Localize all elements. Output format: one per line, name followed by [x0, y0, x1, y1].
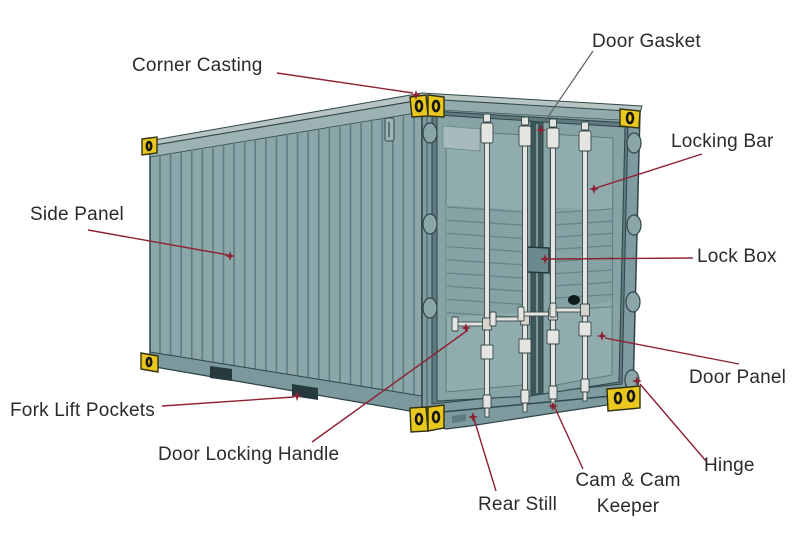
corner-casting-bottom-front-left-face: [427, 404, 445, 432]
fork-lift-pockets-leader-line: [161, 396, 295, 407]
hinge-shape: [422, 297, 438, 319]
corner-casting-leader-line: [276, 72, 414, 94]
corner-casting-bottom-rear-left: [140, 352, 159, 373]
corner-casting-top-front-left-face: [427, 94, 445, 118]
side-panel-art: [149, 99, 423, 414]
locking-bar-4: [549, 121, 592, 402]
label-lock-box: Lock Box: [697, 246, 777, 267]
door-panel-leader-line: [604, 337, 740, 365]
corner-castings: [140, 94, 641, 433]
side-corrugation: [159, 112, 415, 395]
label-door-gasket: Door Gasket: [592, 31, 701, 52]
hinges: [422, 122, 642, 391]
hinge-shape: [625, 291, 641, 313]
label-cam-cam-keeper: Cam & Cam Keeper: [575, 470, 681, 518]
door-gasket-leader-line: [540, 50, 594, 128]
hinge-leader-line: [639, 383, 707, 462]
door-locking-handle-leader-line: [311, 329, 469, 443]
label-locking-bar: Locking Bar: [671, 131, 774, 152]
label-fork-lift-pockets: Fork Lift Pockets: [10, 400, 155, 421]
fork-lift-pocket: [210, 366, 232, 381]
side-panel-leader-line: [87, 229, 229, 256]
door-panel-left: [436, 114, 532, 402]
front-face-art: [421, 98, 642, 430]
locking-bar-3: [517, 118, 560, 409]
corner-casting-top-rear-left: [141, 136, 158, 156]
locking-bar-1: [451, 113, 494, 418]
corner-casting-top-front-right: [619, 108, 641, 129]
hinge-shape: [422, 213, 438, 235]
label-door-locking-handle: Door Locking Handle: [158, 444, 340, 465]
document-holder: [442, 125, 481, 152]
label-door-panel: Door Panel: [689, 367, 787, 388]
hinge-shape: [626, 132, 642, 154]
lock-box-leader-line: [548, 257, 694, 260]
label-side-panel: Side Panel: [30, 204, 124, 225]
door-panel-right: [542, 121, 626, 395]
corner-casting-bottom-front-right: [606, 385, 641, 412]
rear-still-leader-line: [473, 418, 497, 492]
cam-cam-keeper-leader-line: [554, 407, 584, 470]
hinge-shape: [626, 214, 642, 236]
label-hinge: Hinge: [704, 455, 755, 476]
hinge-shape: [422, 122, 438, 144]
leader-lines: [87, 50, 740, 492]
corner-casting-bottom-front-left: [409, 406, 429, 433]
label-rear-still: Rear Still: [478, 494, 558, 515]
door-lock-detail: [568, 295, 580, 305]
locking-bar-2: [489, 116, 532, 413]
corner-casting-top-front-left: [409, 94, 429, 118]
label-corner-casting: Corner Casting: [132, 55, 263, 76]
locking-bar-leader-line: [595, 153, 703, 189]
